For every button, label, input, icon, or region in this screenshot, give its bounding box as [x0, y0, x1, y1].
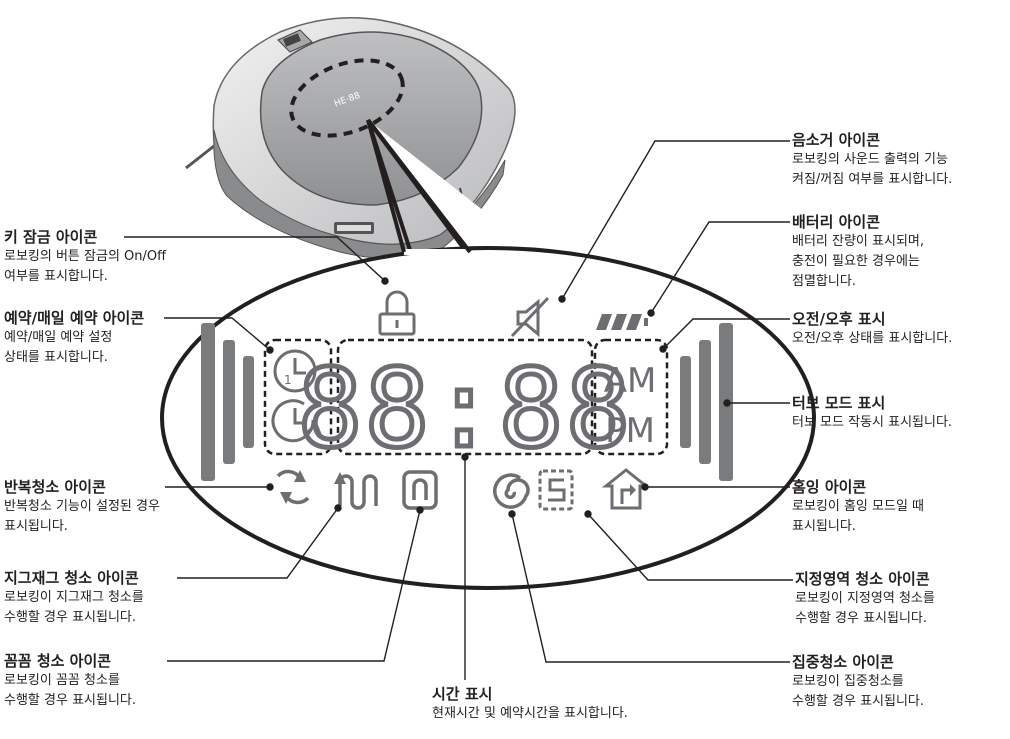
callout-repeat: 반복청소 아이콘 반복청소 기능이 설정된 경우 표시됩니다. — [4, 477, 160, 537]
home-icon — [601, 468, 651, 510]
leader-lines — [124, 140, 793, 680]
schedule-group-box — [263, 338, 333, 456]
clock-daily-icon — [271, 399, 322, 443]
spiral-icon — [493, 473, 530, 509]
callout-desc-line: 로보킹의 버튼 잠금의 On/Off — [4, 249, 167, 264]
callout-desc-line: 수행할 경우 표시됩니다. — [795, 611, 927, 626]
callout-cell: 꼼꼼 청소 아이콘 로보킹이 꼼꼼 청소를 수행할 경우 표시됩니다. — [4, 651, 136, 711]
callout-desc-line: 여부를 표시합니다. — [4, 269, 108, 284]
callout-mute: 음소거 아이콘 로보킹의 사운드 출력의 기능 켜짐/꺼짐 여부를 표시합니다. — [792, 130, 952, 190]
callout-desc-line: 예약/매일 예약 설정 — [4, 330, 113, 345]
callout-desc-line: 로보킹의 사운드 출력의 기능 — [792, 152, 948, 167]
zigzag-icon — [334, 472, 378, 510]
callout-desc-line: 충전이 필요한 경우에는 — [792, 254, 920, 269]
time-group-box — [336, 338, 594, 456]
lcd-outline — [160, 246, 816, 590]
callout-desc-line: 터보 모드 작동시 표시됩니다. — [792, 415, 953, 430]
callout-focus: 집중청소 아이콘 로보킹이 집중청소를 수행할 경우 표시됩니다. — [792, 652, 924, 712]
callout-schedule: 예약/매일 예약 아이콘 예약/매일 예약 설정 상태를 표시합니다. — [4, 308, 144, 368]
callout-desc-line: 오전/오후 상태를 표시합니다. — [792, 331, 953, 346]
am-label: AM — [604, 361, 657, 401]
callout-desc-line: 로보킹이 지그재그 청소를 — [4, 590, 144, 605]
callout-desc-line: 로보킹이 집중청소를 — [792, 674, 904, 689]
callout-title: 예약/매일 예약 아이콘 — [4, 309, 145, 327]
clock-once-icon: 1 — [273, 349, 317, 393]
callout-lock: 키 잠금 아이콘 로보킹의 버튼 잠금의 On/Off 여부를 표시합니다. — [4, 227, 166, 287]
callout-title: 오전/오후 표시 — [792, 310, 886, 328]
callout-desc-line: 수행할 경우 표시됩니다. — [792, 694, 924, 709]
callout-title: 키 잠금 아이콘 — [4, 228, 98, 246]
area-icon — [538, 469, 574, 511]
callout-desc-line: 표시됩니다. — [4, 519, 68, 534]
callout-desc-line: 점멸합니다. — [792, 274, 856, 289]
callout-title: 배터리 아이콘 — [792, 213, 881, 231]
callout-desc-line: 상태를 표시합니다. — [4, 350, 108, 365]
callout-desc-line: 로보킹이 홈잉 모드일 때 — [792, 499, 924, 514]
callout-title: 홈잉 아이콘 — [792, 478, 867, 496]
callout-title: 지그재그 청소 아이콘 — [4, 569, 139, 587]
callout-desc-line: 표시됩니다. — [792, 519, 856, 534]
mute-icon — [510, 296, 550, 338]
callout-title: 꼼꼼 청소 아이콘 — [4, 652, 112, 670]
callout-title: 음소거 아이콘 — [792, 131, 881, 149]
svg-text:1: 1 — [284, 373, 292, 387]
callout-ampm: 오전/오후 표시 오전/오후 상태를 표시합니다. — [792, 309, 952, 349]
callout-desc-line: 로보킹이 지정영역 청소를 — [795, 591, 935, 606]
callout-title: 지정영역 청소 아이콘 — [795, 570, 930, 588]
callout-area: 지정영역 청소 아이콘 로보킹이 지정영역 청소를 수행할 경우 표시됩니다. — [795, 569, 935, 629]
ampm-group-box — [593, 338, 669, 456]
callout-zigzag: 지그재그 청소 아이콘 로보킹이 지그재그 청소를 수행할 경우 표시됩니다. — [4, 568, 144, 628]
callout-battery: 배터리 아이콘 배터리 잔량이 표시되며, 충전이 필요한 경우에는 점멸합니다… — [792, 212, 924, 292]
callout-desc-line: 수행할 경우 표시됩니다. — [4, 610, 136, 625]
callout-desc-line: 반복청소 기능이 설정된 경우 — [4, 499, 160, 514]
callout-title: 반복청소 아이콘 — [4, 478, 106, 496]
callout-desc-line: 수행할 경우 표시됩니다. — [4, 693, 136, 708]
callout-turbo: 터보 모드 표시 터보 모드 작동시 표시됩니다. — [792, 393, 952, 433]
callout-title: 집중청소 아이콘 — [792, 653, 894, 671]
turbo-bars-left — [201, 323, 254, 481]
callout-desc-line: 로보킹이 꼼꼼 청소를 — [4, 673, 120, 688]
callout-time: 시간 표시 현재시간 및 예약시간을 표시합니다. — [432, 684, 628, 724]
callout-title: 터보 모드 표시 — [792, 394, 886, 412]
callout-title: 시간 표시 — [432, 685, 493, 703]
pm-label: PM — [605, 411, 655, 451]
callout-homing: 홈잉 아이콘 로보킹이 홈잉 모드일 때 표시됩니다. — [792, 477, 924, 537]
battery-icon — [596, 314, 648, 330]
callout-desc-line: 배터리 잔량이 표시되며, — [792, 234, 924, 249]
callout-desc-line: 켜짐/꺼짐 여부를 표시합니다. — [792, 172, 953, 187]
repeat-icon — [276, 469, 310, 505]
time-digits: 88:88 — [297, 347, 632, 472]
lock-icon — [378, 290, 416, 336]
callout-desc-line: 현재시간 및 예약시간을 표시합니다. — [432, 706, 628, 721]
